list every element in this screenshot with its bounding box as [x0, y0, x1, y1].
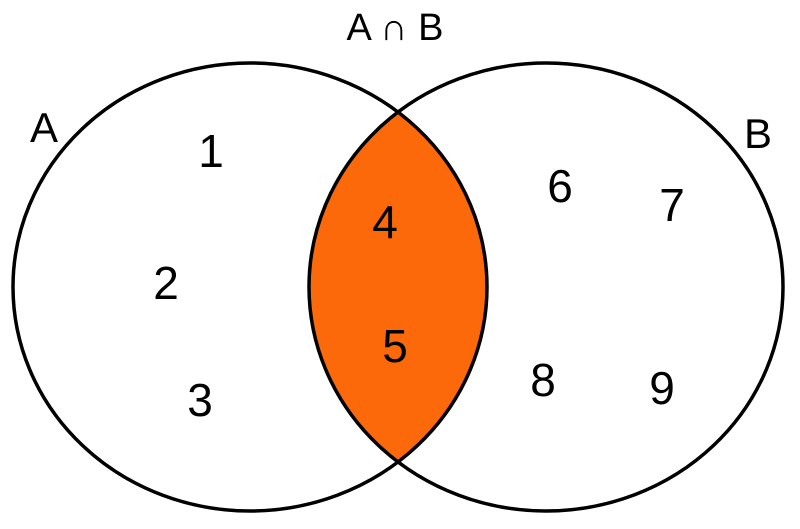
set-b-item-9: 9	[649, 362, 675, 414]
set-b-label: B	[744, 110, 772, 157]
diagram-title: A ∩ B	[346, 7, 443, 49]
set-a-item-1: 1	[198, 125, 224, 177]
set-a-item-3: 3	[187, 374, 213, 426]
circle-b	[307, 61, 785, 513]
set-a-item-2: 2	[153, 257, 179, 309]
set-a-label: A	[30, 104, 58, 151]
set-b-item-8: 8	[530, 354, 556, 406]
set-b-item-7: 7	[659, 179, 685, 231]
intersection-region	[308, 112, 488, 462]
set-b-item-6: 6	[547, 160, 573, 212]
circle-a	[11, 61, 489, 513]
intersection-item-5: 5	[382, 320, 408, 372]
intersection-item-4: 4	[372, 196, 398, 248]
